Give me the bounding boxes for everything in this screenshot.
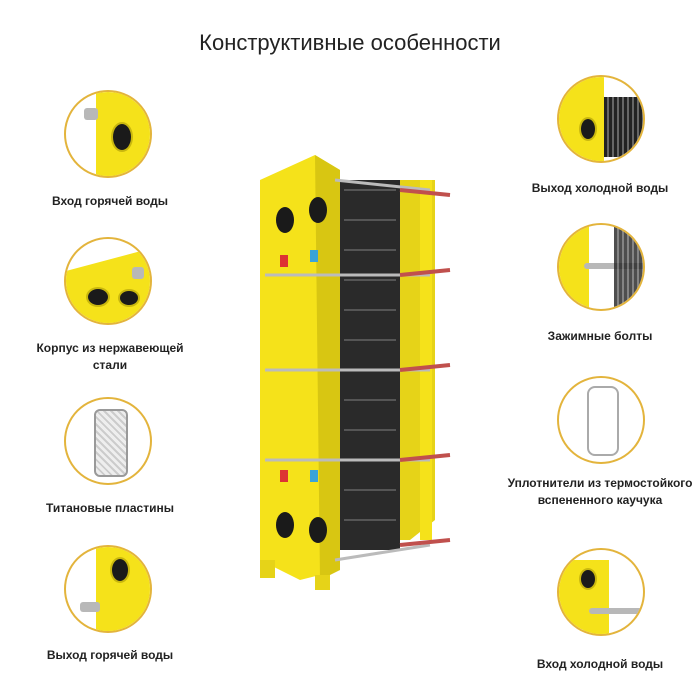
cold-water-inlet-label: Вход холодной воды <box>536 657 664 671</box>
cold-water-inlet-image <box>557 548 645 636</box>
hot-water-outlet-image <box>64 545 152 633</box>
titanium-plates-image <box>64 397 152 485</box>
stainless-body-image <box>64 237 152 325</box>
cold-water-outlet-image <box>557 75 645 163</box>
page-title: Конструктивные особенности <box>199 30 501 55</box>
hot-water-inlet-image <box>64 90 152 178</box>
titanium-plates-label: Титановые пластины <box>46 501 174 515</box>
hot-water-inlet-label: Вход горячей воды <box>52 194 168 208</box>
gaskets-label: Уплотнители из термостойкого вспененного… <box>507 476 693 507</box>
hot-water-outlet-label: Выход горячей воды <box>46 648 174 662</box>
heat-exchanger-illustration <box>260 155 451 590</box>
gaskets-image <box>557 376 645 464</box>
clamping-bolts-image <box>557 223 645 311</box>
cold-water-outlet-label: Выход холодной воды <box>531 181 669 195</box>
stainless-body-label: Корпус из нержавеющей стали <box>36 341 184 372</box>
clamping-bolts-label: Зажимные болты <box>547 329 653 343</box>
